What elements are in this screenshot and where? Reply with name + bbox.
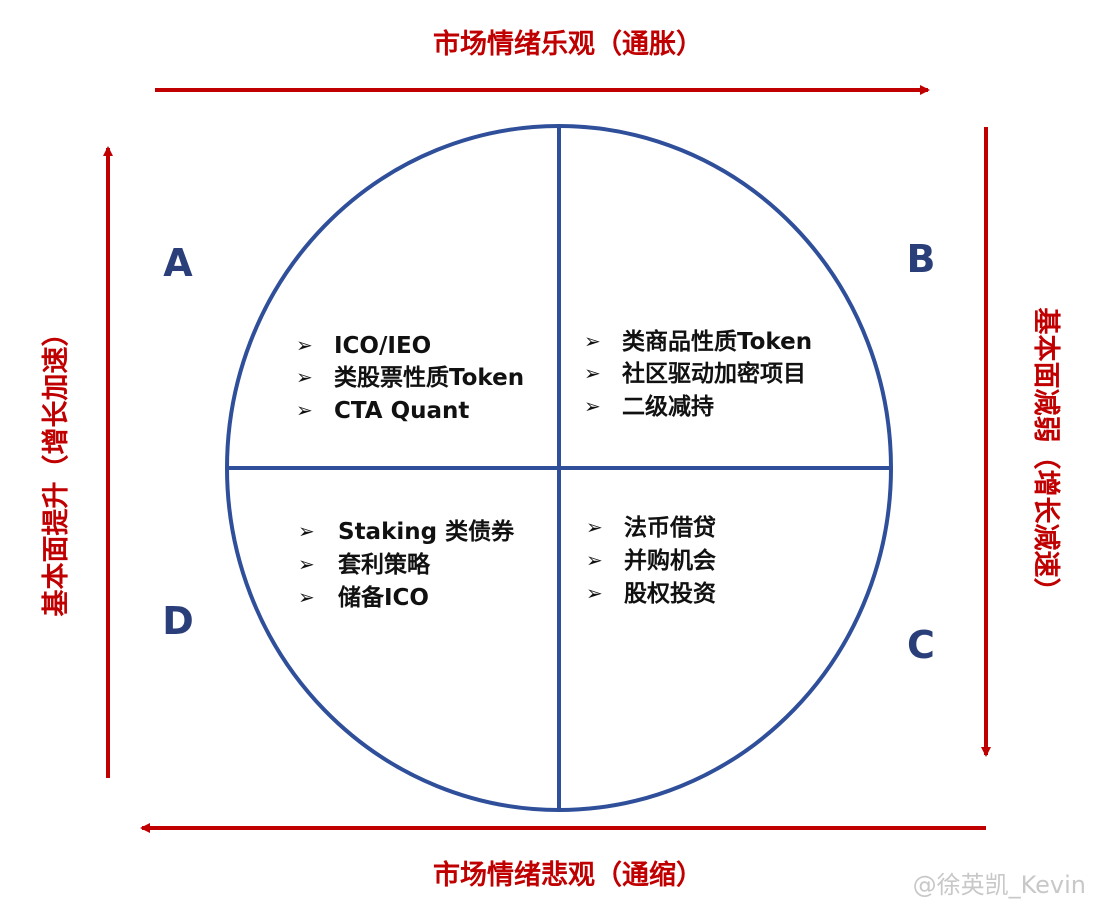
bullet-icon: ➢: [584, 361, 601, 385]
quadrant-d-item: 套利策略: [338, 551, 431, 578]
quadrant-c-list: ➢ 法币借贷 ➢ 并购机会 ➢ 股权投资: [586, 514, 716, 607]
left-label: 基本面提升（增长加速）: [40, 320, 72, 617]
quadrant-b-item: 社区驱动加密项目: [622, 360, 806, 387]
bullet-icon: ➢: [298, 519, 315, 543]
bullet-icon: ➢: [296, 365, 313, 389]
quadrant-a-list: ➢ ICO/IEO ➢ 类股票性质Token ➢ CTA Quant: [296, 333, 524, 424]
quadrant-d-item: 储备ICO: [338, 584, 429, 611]
quadrant-d-letter: D: [162, 599, 194, 643]
top-label: 市场情绪乐观（通胀）: [433, 28, 703, 60]
quadrant-c-item: 股权投资: [624, 581, 716, 607]
quadrant-a-item: 类股票性质Token: [334, 365, 524, 391]
watermark: @徐英凯_Kevin: [913, 871, 1086, 899]
quadrant-b-item: 类商品性质Token: [622, 328, 812, 355]
quadrant-c-letter: C: [907, 623, 935, 667]
bullet-icon: ➢: [298, 585, 315, 609]
quadrant-d-item: Staking 类债券: [338, 518, 515, 545]
quadrant-a-letter: A: [163, 241, 193, 285]
quadrant-d-list: ➢ Staking 类债券 ➢ 套利策略 ➢ 储备ICO: [298, 518, 515, 611]
quadrant-c-item: 并购机会: [624, 547, 716, 574]
bullet-icon: ➢: [584, 329, 601, 353]
bullet-icon: ➢: [298, 552, 315, 576]
bullet-icon: ➢: [584, 394, 601, 418]
quadrant-c-item: 法币借贷: [624, 514, 716, 541]
quadrant-b-letter: B: [907, 237, 936, 281]
bullet-icon: ➢: [586, 548, 603, 572]
right-label: 基本面减弱（增长减速）: [1030, 308, 1062, 605]
quadrant-b-item: 二级减持: [622, 393, 714, 420]
bullet-icon: ➢: [586, 581, 603, 605]
quadrant-a-item: CTA Quant: [334, 398, 469, 424]
bullet-icon: ➢: [586, 515, 603, 539]
quadrant-a-item: ICO/IEO: [334, 333, 431, 359]
bullet-icon: ➢: [296, 333, 313, 357]
quadrant-b-list: ➢ 类商品性质Token ➢ 社区驱动加密项目 ➢ 二级减持: [584, 328, 812, 420]
bullet-icon: ➢: [296, 398, 313, 422]
bottom-label: 市场情绪悲观（通缩）: [433, 859, 703, 891]
